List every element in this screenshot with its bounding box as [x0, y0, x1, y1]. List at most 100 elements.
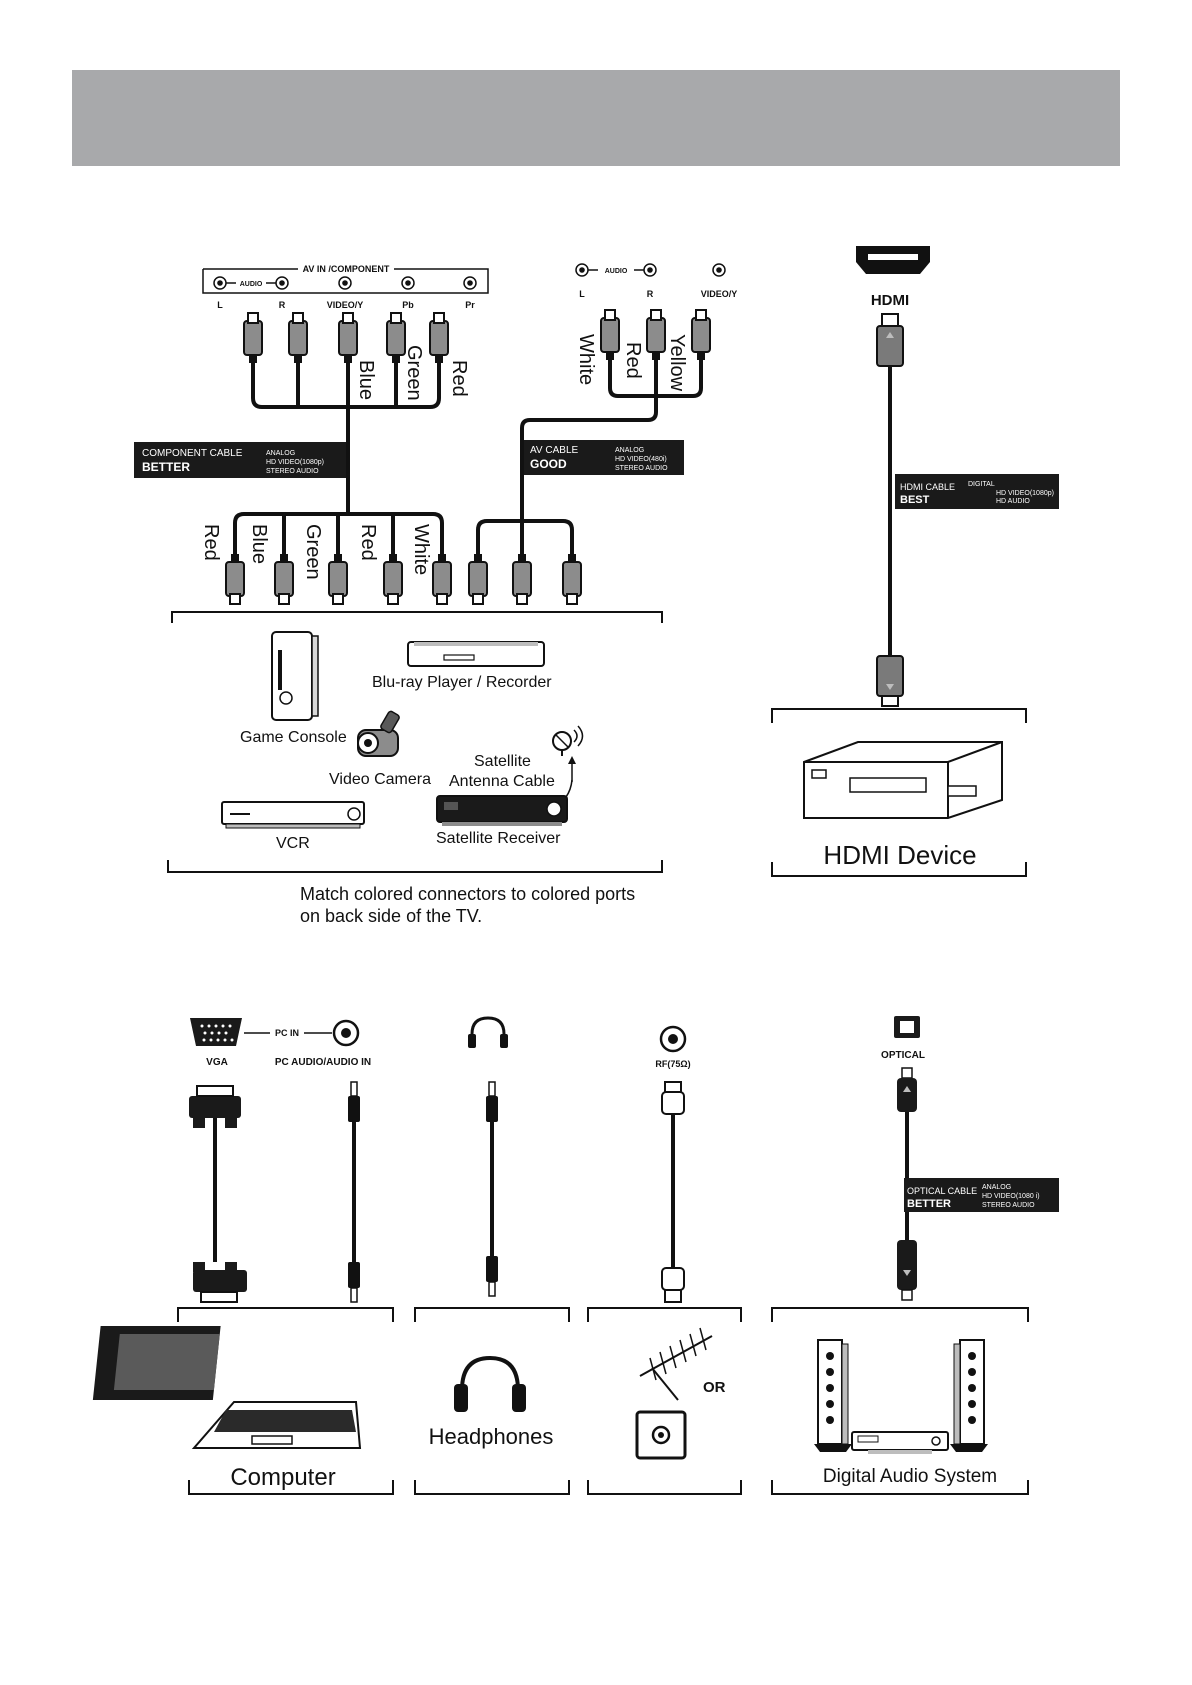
hdmi-device-label: HDMI Device: [823, 840, 976, 870]
rf-label: RF(75Ω): [655, 1059, 690, 1069]
audio-bracket-bottom: [771, 1480, 1029, 1495]
av-port-r: R: [647, 289, 654, 299]
label-red-bottom-2: Red: [357, 524, 379, 561]
hdmi-cable-spec-3: HD AUDIO: [996, 498, 1030, 505]
headphones-cable: [485, 1081, 499, 1297]
av-audio-label: AUDIO: [605, 268, 628, 275]
rf-port-icon: [659, 1025, 687, 1053]
port-label-pb: Pb: [402, 300, 414, 310]
component-cable-label: COMPONENT CABLE BETTER ANALOG HD VIDEO(1…: [134, 442, 346, 478]
computer-bracket-bottom: [188, 1480, 394, 1495]
label-yellow-av: Yellow: [666, 334, 688, 392]
component-cable-grade: BETTER: [142, 460, 190, 474]
game-console-icon: [271, 631, 319, 721]
hdmi-cable-spec-2: HD VIDEO(1080p): [996, 490, 1054, 497]
bluray-label: Blu-ray Player / Recorder: [372, 674, 552, 691]
pc-audio-port-icon: [332, 1019, 360, 1047]
hdmi-cable-name: HDMI CABLE: [900, 482, 955, 492]
headphones-icon: [454, 1355, 526, 1412]
optical-cable-spec-2: HD VIDEO(1080 i): [982, 1193, 1040, 1200]
computer-label: Computer: [230, 1464, 335, 1491]
digital-audio-system-icon: [814, 1339, 988, 1454]
headphones-bracket-bottom: [414, 1480, 570, 1495]
av-port-video: VIDEO/Y: [701, 289, 738, 299]
av-bottom-connectors: [468, 514, 582, 605]
component-cable-name: COMPONENT CABLE: [142, 448, 243, 459]
header-bar: [72, 70, 1120, 166]
av-component-title: AV IN /COMPONENT: [303, 264, 390, 274]
antenna-icon: [639, 1327, 713, 1401]
hdmi-bracket-bottom: [771, 862, 1027, 877]
note-line-1: Match colored connectors to colored port…: [300, 884, 635, 904]
optical-cable: [897, 1067, 917, 1301]
headphones-port-icon: [468, 1016, 508, 1048]
hdmi-device-icon: [803, 741, 1003, 819]
pc-in-label: PC IN: [275, 1028, 299, 1038]
vcr-icon: [221, 801, 365, 829]
component-top-connectors: [243, 312, 449, 512]
component-cable-spec-3: STEREO AUDIO: [266, 468, 319, 475]
component-cable-spec-1: ANALOG: [266, 450, 295, 457]
audio-bracket-top: [771, 1307, 1029, 1322]
video-camera-label: Video Camera: [329, 771, 431, 788]
receiver-icon: [851, 1431, 949, 1454]
computer-bracket-top: [177, 1307, 394, 1322]
bluray-icon: [407, 641, 545, 667]
optical-cable-grade: BETTER: [907, 1198, 951, 1210]
component-cable-spec-2: HD VIDEO(1080p): [266, 459, 324, 466]
av-cable-label: AV CABLE GOOD ANALOG HD VIDEO(480i) STER…: [524, 440, 684, 475]
label-red-bottom-1: Red: [200, 524, 222, 561]
vga-label: VGA: [206, 1057, 228, 1068]
component-bottom-connectors: [225, 512, 452, 605]
av-cable-spec-2: HD VIDEO(480i): [615, 456, 667, 463]
optical-cable-spec-3: STEREO AUDIO: [982, 1202, 1035, 1209]
laptop-icon: [92, 1326, 362, 1449]
label-red-top: Red: [448, 360, 470, 397]
port-label-l: L: [217, 300, 223, 310]
component-audio-label: AUDIO: [240, 281, 263, 288]
av-panel: AUDIO L R VIDEO/Y: [575, 263, 738, 299]
satellite-dish-icon: [551, 725, 584, 809]
game-console-label: Game Console: [240, 729, 347, 746]
antenna-bracket-bottom: [587, 1480, 742, 1495]
hdmi-cable-spec-1: DIGITAL: [968, 481, 995, 488]
antenna-bracket-top: [587, 1307, 742, 1322]
label-green-top: Green: [403, 345, 425, 401]
vcr-label: VCR: [276, 835, 310, 852]
av-port-l: L: [579, 289, 585, 299]
or-label: OR: [703, 1379, 726, 1396]
hdmi-bracket-top: [771, 708, 1027, 723]
label-white-bottom: White: [410, 524, 432, 575]
av-cable-grade: GOOD: [530, 457, 567, 471]
devices-bracket-top: [171, 611, 663, 623]
pc-audio-cable: [347, 1081, 361, 1303]
satellite-receiver-label: Satellite Receiver: [436, 830, 561, 847]
port-label-r: R: [279, 300, 286, 310]
note-line-2: on back side of the TV.: [300, 906, 482, 926]
antenna-cable-label: Antenna Cable: [449, 773, 555, 790]
label-red-av: Red: [622, 342, 644, 379]
av-cable-spec-1: ANALOG: [615, 447, 644, 454]
label-blue-bottom: Blue: [248, 524, 270, 564]
optical-port-icon: [894, 1016, 920, 1038]
label-green-bottom: Green: [302, 524, 324, 580]
headphones-label: Headphones: [429, 1424, 554, 1449]
headphones-bracket-top: [414, 1307, 570, 1322]
digital-audio-label: Digital Audio System: [823, 1466, 997, 1487]
port-label-pr: Pr: [465, 300, 475, 310]
av-component-panel: AV IN /COMPONENT AUDIO L R VIDEO/Y Pb Pr: [202, 264, 489, 310]
label-blue-top: Blue: [355, 360, 377, 400]
vga-cable: [189, 1085, 247, 1303]
hdmi-cable-grade: BEST: [900, 494, 930, 506]
av-cable-name: AV CABLE: [530, 445, 578, 456]
optical-cable-label: OPTICAL CABLE BETTER ANALOG HD VIDEO(108…: [904, 1178, 1059, 1212]
vga-port-icon: [190, 1018, 242, 1046]
label-white-av: White: [575, 334, 597, 385]
hdmi-port-icon: [856, 246, 930, 274]
devices-bracket-bottom: [167, 860, 663, 873]
video-camera-icon: [357, 710, 400, 757]
pc-audio-label: PC AUDIO/AUDIO IN: [275, 1057, 371, 1068]
right-speaker-icon: [950, 1339, 988, 1452]
satellite-label: Satellite: [474, 753, 531, 770]
